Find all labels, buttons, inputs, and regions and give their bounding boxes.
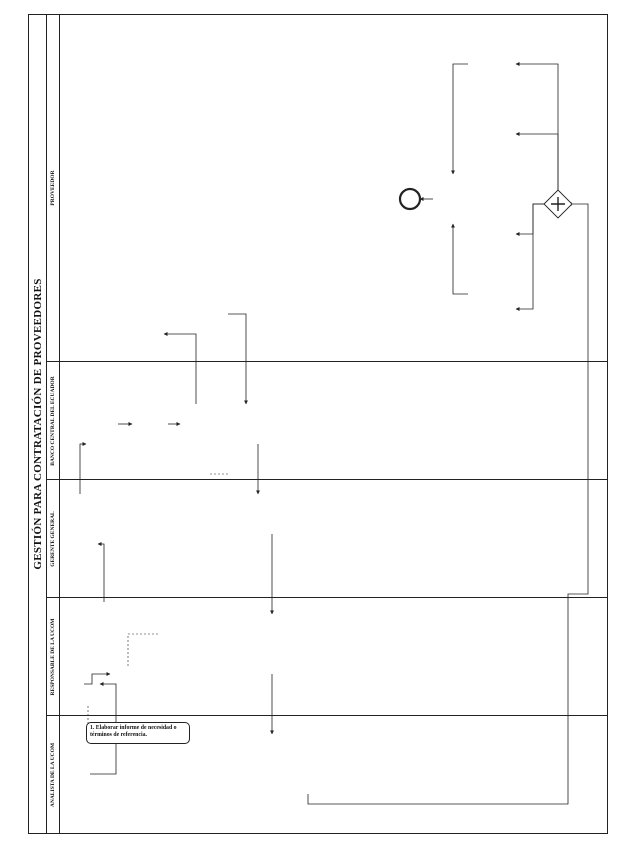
flow-12-gateway	[307, 202, 589, 805]
doc-line-2	[127, 633, 158, 666]
flow-gw-s2	[515, 203, 548, 236]
process-diagram: GESTIÓN PARA CONTRATACIÓN DE PROVEEDORES…	[28, 14, 608, 834]
flow-s4-to-pay	[451, 63, 468, 175]
flow-8-9	[228, 313, 248, 405]
parallel-gateway	[543, 189, 573, 219]
flow-7-8	[163, 332, 197, 404]
flow-3-4	[97, 542, 105, 602]
end-event	[398, 187, 422, 211]
connectors	[79, 62, 589, 805]
flow-s-to-pay	[451, 223, 468, 295]
flow-2-3	[84, 672, 111, 685]
flow-4-5	[79, 442, 87, 494]
flow-gw-s4	[515, 62, 559, 194]
